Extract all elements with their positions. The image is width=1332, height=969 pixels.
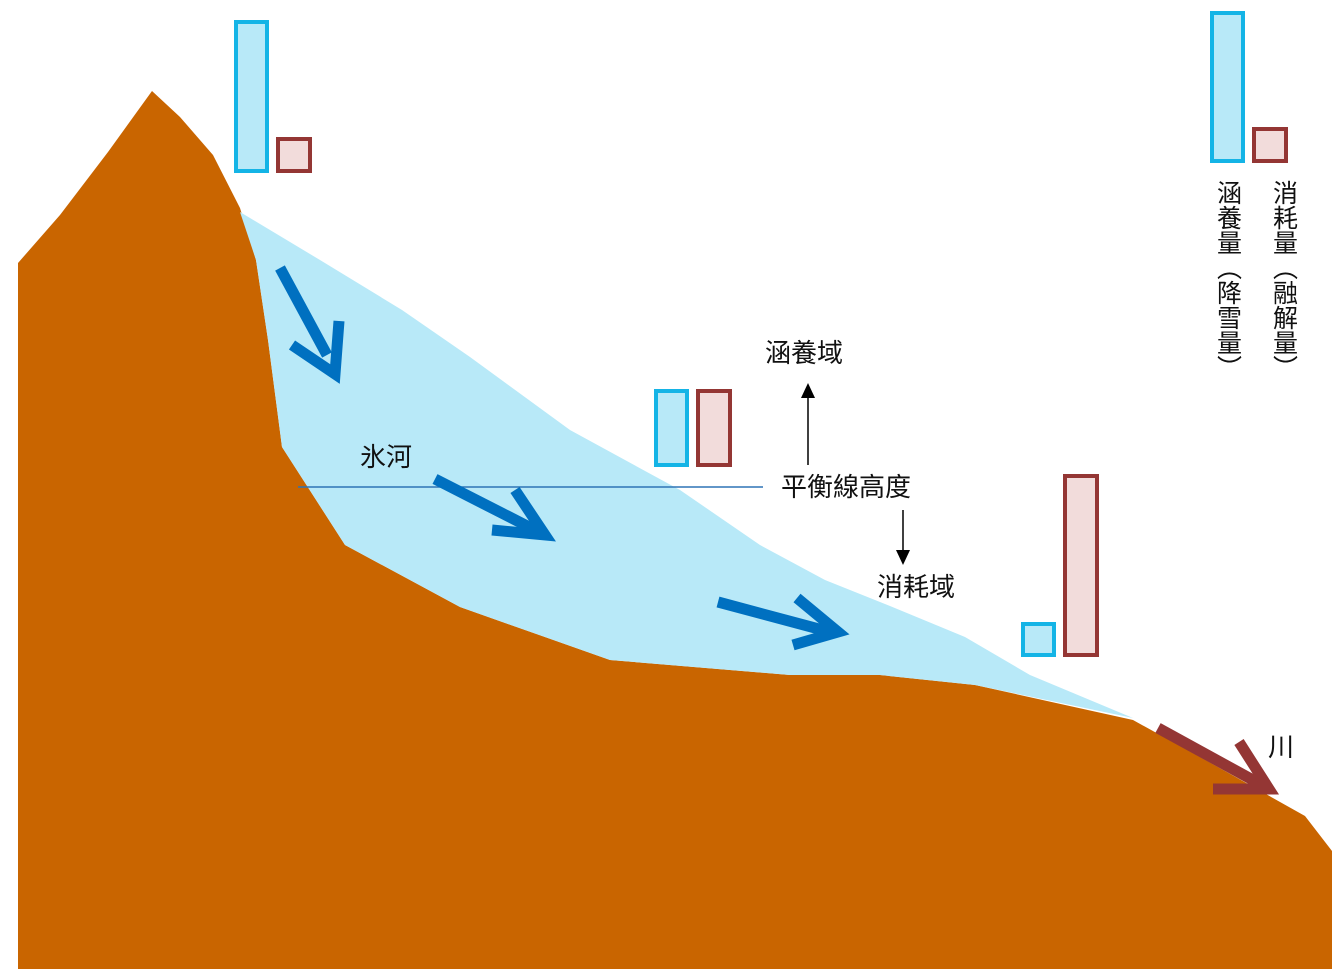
legend-ablation-bar: [1252, 127, 1288, 163]
ablation-zone-label: 消耗域: [877, 573, 955, 603]
glacier-label: 氷河: [360, 443, 412, 473]
accumulation-bar-top: [234, 20, 269, 173]
ablation-bar-middle: [696, 389, 732, 467]
accumulation-bar-bottom: [1021, 622, 1056, 657]
legend-accumulation-bar: [1210, 11, 1245, 163]
mountain-slope: [18, 91, 1332, 969]
ablation-bar-top: [276, 137, 312, 173]
glacier-flow-arrow: [716, 593, 850, 651]
up-arrow-icon: [801, 383, 815, 465]
glacier-flow-arrow: [275, 265, 345, 384]
river-label: 川: [1268, 733, 1294, 763]
accumulation-zone-label: 涵養域: [765, 339, 843, 369]
ablation-bar-bottom: [1063, 474, 1099, 657]
down-arrow-icon: [896, 510, 910, 565]
accumulation-bar-middle: [654, 389, 689, 467]
legend-accumulation-label: 涵養量（降雪量）: [1214, 180, 1243, 380]
equilibrium-line-label: 平衡線高度: [781, 473, 911, 503]
glacier-body: [240, 212, 1133, 718]
river-arrow: [1155, 723, 1280, 795]
glacier-flow-arrow: [432, 474, 556, 542]
legend-ablation-label: 消耗量（融解量）: [1270, 180, 1299, 380]
